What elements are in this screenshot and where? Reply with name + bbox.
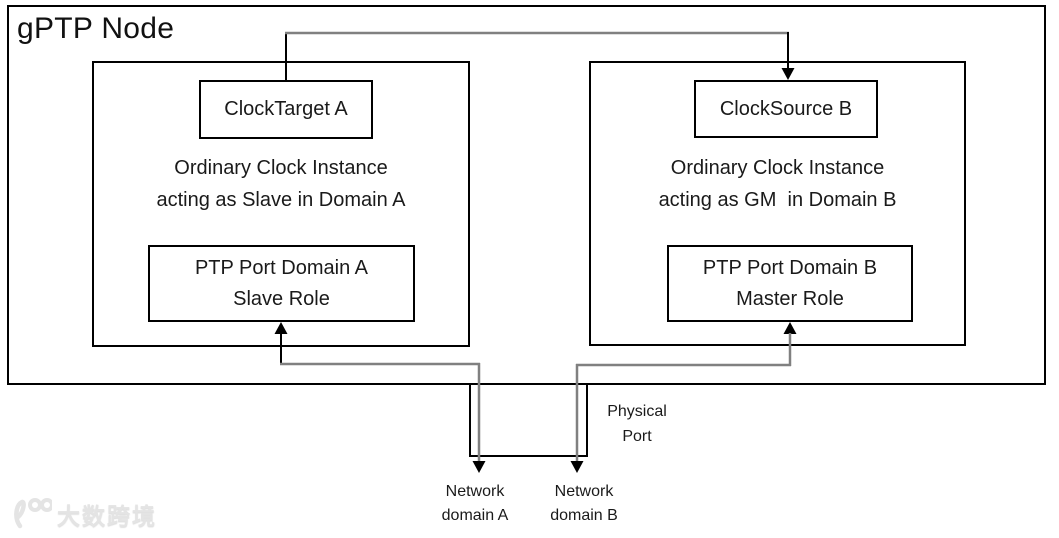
network-domain-b-label: Network domain B xyxy=(550,483,618,524)
ptp-port-domain-a-label: PTP Port Domain A Slave Role xyxy=(194,256,369,310)
instance-a-description: Ordinary Clock Instance acting as Slave … xyxy=(156,157,406,211)
watermark-text: 大数跨境 xyxy=(57,503,157,529)
diagram-title: gPTP Node xyxy=(17,12,175,45)
ptp-port-domain-a-box: PTP Port Domain A Slave Role xyxy=(148,245,415,322)
instance-b-description: Ordinary Clock Instance acting as GM in … xyxy=(658,157,897,211)
physical-port-label: Physical Port xyxy=(607,403,667,445)
arrowhead-into-network-domain-a xyxy=(472,461,486,473)
watermark-logo-icon xyxy=(14,498,52,529)
watermark: 大数跨境 xyxy=(10,496,157,532)
clock-target-a-label: ClockTarget A xyxy=(224,98,348,120)
ptp-port-domain-b-box: PTP Port Domain B Master Role xyxy=(667,245,913,322)
ordinary-clock-instance-b-box xyxy=(589,61,966,346)
ptp-port-domain-b-label: PTP Port Domain B Master Role xyxy=(702,256,878,310)
clock-source-b-box: ClockSource B xyxy=(694,80,878,138)
network-domain-a-label: Network domain A xyxy=(441,483,509,524)
arrowhead-into-network-domain-b xyxy=(570,461,584,473)
gptp-node-box xyxy=(7,5,1046,385)
clock-source-b-label: ClockSource B xyxy=(719,97,853,120)
physical-port-notch xyxy=(469,385,588,457)
clock-target-a-box: ClockTarget A xyxy=(199,80,373,139)
